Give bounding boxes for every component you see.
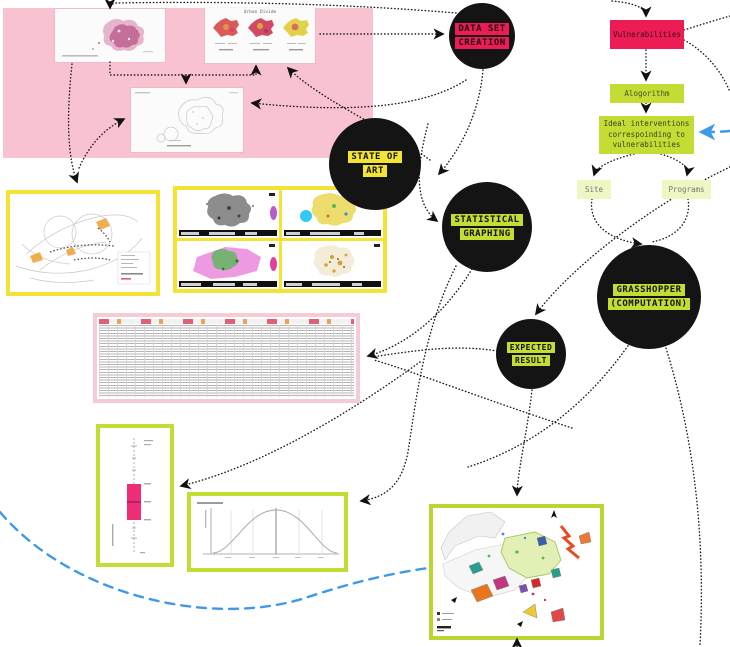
network-map-thumbnail	[15, 213, 151, 285]
pink-dot-map-thumbnail	[62, 18, 153, 57]
panel-data-table	[93, 313, 360, 403]
node-label: CREATION	[455, 37, 509, 50]
node-label: RESULT	[512, 355, 550, 367]
box-programs: Programs	[662, 180, 711, 199]
node-label: DATA SET	[455, 22, 509, 35]
node-label: STATISTICAL	[451, 213, 523, 226]
gray-sketch-map-thumbnail	[135, 92, 238, 147]
panel-master-plan-map	[429, 504, 604, 640]
node-expected-result: EXPECTED RESULT	[496, 319, 566, 389]
node-data-set-creation: DATA SET CREATION	[449, 3, 515, 69]
node-statistical-graphing: STATISTICAL GRAPHING	[442, 182, 532, 272]
box-site: Site	[577, 180, 611, 199]
panel-urban-divide: Urban Divide	[205, 8, 315, 63]
panel-distribution-curve	[187, 492, 348, 572]
node-label: (COMPUTATION)	[607, 298, 691, 311]
table-body-texture	[99, 325, 354, 397]
ideal-line-2: correspoinding to	[608, 129, 685, 139]
urban-divide-maps	[213, 18, 309, 51]
node-label: GRAPHING	[460, 228, 514, 241]
distribution-curve-chart	[197, 502, 339, 558]
table-header-row	[99, 319, 354, 324]
blue-pointer-arrow	[698, 123, 730, 141]
panel-pink-dot-map	[55, 9, 165, 62]
panel-box-plot	[96, 424, 174, 567]
map-legend	[437, 612, 454, 632]
master-plan-map	[437, 510, 592, 632]
panel-gray-sketch-map	[131, 88, 243, 152]
box-algorithm: Alogorithm	[610, 84, 684, 103]
urban-divide-title: Urban Divide	[243, 10, 277, 15]
node-label: EXPECTED	[506, 341, 556, 353]
box-plot-chart	[112, 438, 153, 554]
analysis-map-orange	[281, 241, 383, 289]
north-arrow-icon	[551, 510, 557, 518]
box-vulnerabilities: Vulnerabilities	[610, 20, 684, 49]
ideal-line-1: Ideal interventions	[603, 118, 690, 128]
analysis-map-gray	[177, 190, 279, 238]
box-ideal-interventions: Ideal interventions correspoinding to vu…	[599, 116, 694, 154]
node-label: ART	[363, 165, 387, 178]
node-state-of-art: STATE OF ART	[329, 118, 421, 210]
node-grasshopper-computation: GRASSHOPPER (COMPUTATION)	[597, 245, 701, 349]
analysis-map-magenta	[177, 241, 279, 289]
analysis-map-yellow	[281, 190, 383, 238]
panel-network-map	[6, 190, 160, 296]
node-label: STATE OF	[348, 150, 402, 163]
node-label: GRASSHOPPER	[613, 283, 685, 296]
ideal-line-3: vulnerabilities	[612, 140, 681, 150]
